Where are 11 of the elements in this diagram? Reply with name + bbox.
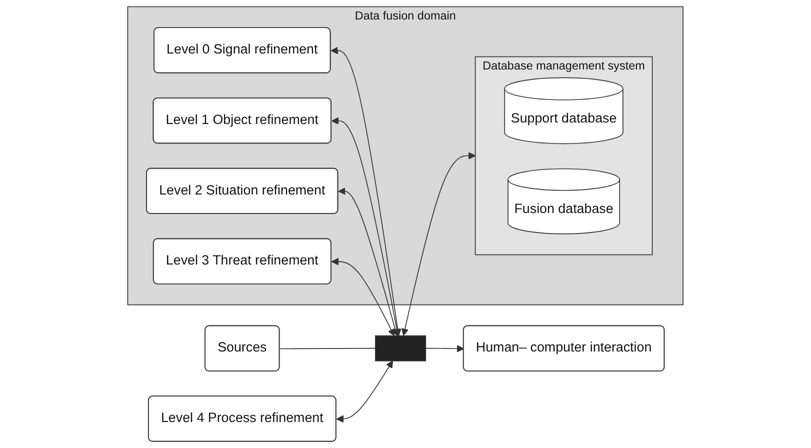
cluster (475, 56, 653, 256)
node-bar (375, 335, 426, 362)
arrow (425, 344, 464, 352)
cluster (127, 6, 684, 306)
arrow (331, 258, 395, 336)
arrow (332, 117, 401, 336)
arrow (336, 360, 394, 423)
arrow (402, 152, 476, 336)
arrow (330, 46, 402, 336)
arrow (338, 188, 399, 336)
connector (279, 348, 376, 350)
